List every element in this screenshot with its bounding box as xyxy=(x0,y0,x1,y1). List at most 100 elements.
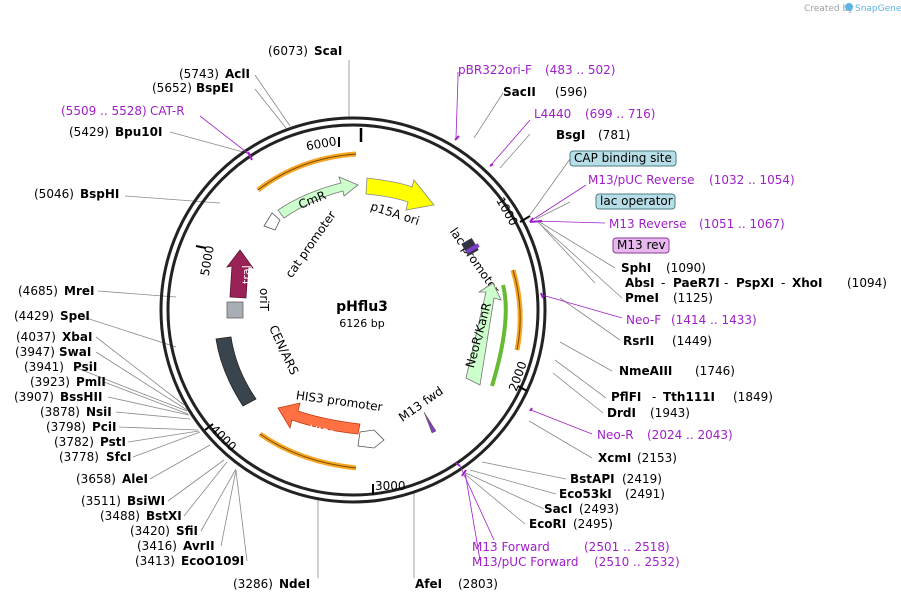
site-num: (5652) xyxy=(152,81,192,95)
site-name: PmeI xyxy=(625,291,659,305)
site-num: (3907) xyxy=(14,390,54,404)
tick-6000: 6000 xyxy=(305,134,338,153)
site-num: (4429) xyxy=(14,309,54,323)
site-num: (1746) xyxy=(695,364,735,378)
plasmid-name: pHflu3 xyxy=(336,299,388,315)
orit-label: oriT xyxy=(257,288,271,312)
site-num: (3778) xyxy=(59,450,99,464)
site-num: (3798) xyxy=(46,420,86,434)
site-name: PflFI xyxy=(611,390,641,404)
site-num: (3416) xyxy=(137,539,177,553)
site-num: (3488) xyxy=(100,509,140,523)
primer-leaders xyxy=(199,72,623,561)
primer-num: (2024 .. 2043) xyxy=(647,428,733,442)
site-num: (781) xyxy=(598,128,630,142)
orf-arc-right-line xyxy=(512,269,521,351)
primer-name: M13/pUC Forward xyxy=(472,555,579,569)
site-num: (3511) xyxy=(81,494,121,508)
cen-ars-label: CEN/ARS xyxy=(266,323,301,377)
cap-binding-label: CAP binding site xyxy=(574,151,672,165)
site-num: (3923) xyxy=(30,375,70,389)
primer-num: (1032 .. 1054) xyxy=(709,173,795,187)
primer-num: (483 .. 502) xyxy=(545,63,615,77)
site-name: XcmI xyxy=(598,451,631,465)
site-name: EcoO109I xyxy=(181,554,244,568)
site-num: (1125) xyxy=(673,291,713,305)
site-name: Tth111I xyxy=(663,390,715,404)
site-name: PspXI xyxy=(736,276,774,290)
primer-num: (1051 .. 1067) xyxy=(699,217,785,231)
neor-kanr-label: NeoR/KanR xyxy=(463,301,494,369)
m13-rev-marker xyxy=(465,243,480,254)
orf-arc-bottom-line xyxy=(259,433,357,469)
his3-promoter-arrow xyxy=(357,429,385,449)
cmr-label: CmR xyxy=(296,188,328,212)
site-num: (3286) xyxy=(233,577,273,591)
cat-promoter-arrow xyxy=(263,212,281,231)
credit-brand: SnapGene xyxy=(855,4,901,14)
site-name: XbaI xyxy=(62,330,92,344)
site-name: NdeI xyxy=(279,577,310,591)
site-name: BstAPI xyxy=(570,472,615,486)
orf-arc-bottom xyxy=(258,431,357,471)
primer-name: M13/pUC Reverse xyxy=(588,173,695,187)
left-site-labels: (4685) MreI (4429) SpeI (4037) XbaI (394… xyxy=(14,284,244,568)
site-name: EcoRI xyxy=(529,517,566,531)
his3-promoter-label: HIS3 promoter xyxy=(295,388,383,414)
site-name: NmeAIII xyxy=(619,364,672,378)
cap-binding-box xyxy=(569,150,677,167)
lac-operator-box xyxy=(595,193,676,210)
backbone-inner xyxy=(166,123,540,497)
primer-num: (2501 .. 2518) xyxy=(584,540,670,554)
primer-name: CAT-R xyxy=(150,104,185,118)
site-num: (2493) xyxy=(579,502,619,516)
site-num: (1449) xyxy=(672,334,712,348)
svg-text:-: - xyxy=(652,390,656,404)
site-num: (5429) xyxy=(69,125,109,139)
site-name: RsrII xyxy=(623,334,654,348)
site-num: (3941) xyxy=(24,360,64,374)
site-num: (5743) xyxy=(179,67,219,81)
site-name: BspEI xyxy=(196,81,234,95)
orf-arc-top-line xyxy=(257,153,357,191)
site-num: (3420) xyxy=(130,524,170,538)
green-arc xyxy=(490,284,508,387)
site-name: SfiI xyxy=(176,524,198,538)
site-num: (5046) xyxy=(34,187,74,201)
cmr-arrow xyxy=(277,176,359,219)
primer-name: M13 Reverse xyxy=(609,217,687,231)
site-name: PstI xyxy=(100,435,126,449)
lac-operator-label: lac operator xyxy=(600,194,673,208)
tick-4000: 4000 xyxy=(208,422,239,453)
site-num: (3878) xyxy=(40,405,80,419)
site-num: (596) xyxy=(555,85,587,99)
site-num: (3782) xyxy=(54,435,94,449)
site-num: (3947) xyxy=(15,345,55,359)
site-name: BssHII xyxy=(60,390,102,404)
svg-text:-: - xyxy=(781,276,785,290)
svg-text:-: - xyxy=(724,276,728,290)
site-num: (6073) xyxy=(268,44,308,58)
primer-num: (2510 .. 2532) xyxy=(594,555,680,569)
primer-num: (1414 .. 1433) xyxy=(671,313,757,327)
site-name: NsiI xyxy=(86,405,112,419)
site-num: (1943) xyxy=(650,406,690,420)
site-name: AvrII xyxy=(183,539,215,553)
site-name: SfcI xyxy=(106,450,131,464)
primer-num: (699 .. 716) xyxy=(585,107,655,121)
orit-box xyxy=(226,301,244,319)
site-name: AfeI xyxy=(415,577,442,591)
site-name: Bpu10I xyxy=(115,125,162,139)
site-num: (1849) xyxy=(733,390,773,404)
m13-rev-label: M13 rev xyxy=(617,238,666,252)
site-name: MreI xyxy=(64,284,94,298)
site-name: SphI xyxy=(621,261,651,275)
site-num: (2153) xyxy=(637,451,677,465)
primer-name: Neo-F xyxy=(626,313,661,327)
lac-operator-marker xyxy=(461,237,479,257)
site-name: BsiWI xyxy=(127,494,165,508)
cat-promoter-label: cat promoter xyxy=(282,208,338,280)
primer-name: M13 Forward xyxy=(472,540,550,554)
site-name: SpeI xyxy=(60,309,90,323)
